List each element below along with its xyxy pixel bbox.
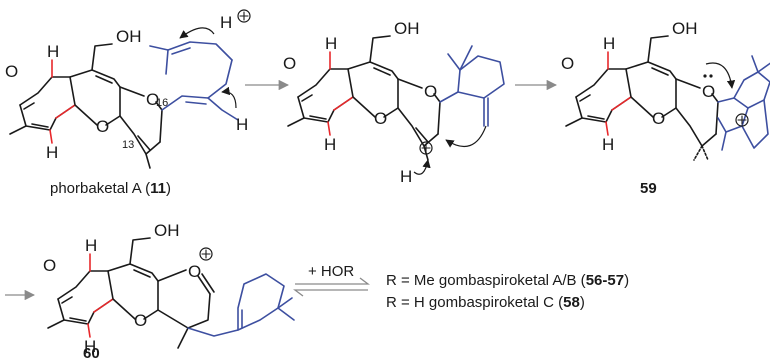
atom-proton: H <box>220 13 232 32</box>
svg-text:H: H <box>84 337 96 356</box>
svg-text:O: O <box>43 256 56 275</box>
svg-text:O: O <box>424 82 437 101</box>
atom-h-bottom: H <box>46 143 58 162</box>
locant-c16: 16 <box>156 97 168 109</box>
equilibrium-arrows <box>293 277 370 297</box>
svg-text:H: H <box>325 34 337 53</box>
svg-text:OH: OH <box>154 221 180 240</box>
locant-c13: 13 <box>122 139 134 151</box>
label-compound-11: phorbaketal A (11) <box>50 180 171 197</box>
svg-text:H: H <box>603 34 615 53</box>
atom-h-chain: H <box>236 115 248 134</box>
structure-intermediate-cyclized: O OH H H O O H <box>283 19 505 186</box>
structure-60: O OH H H O O <box>43 221 295 356</box>
atom-pyran-o: O <box>96 117 109 136</box>
svg-text:O: O <box>652 109 665 128</box>
svg-text:O: O <box>702 82 715 101</box>
svg-text:O: O <box>561 54 574 73</box>
label-compound-59: 59 <box>640 180 657 197</box>
reagent-hor: + HOR <box>308 263 354 280</box>
svg-text:O: O <box>283 54 296 73</box>
atom-spiro-o: O <box>146 90 159 109</box>
structure-phorbaketal-a: O OH H H O O 16 13 H H <box>5 9 251 169</box>
atom-h-top: H <box>47 42 59 61</box>
svg-text:OH: OH <box>394 19 420 38</box>
atom-hydroxyl: OH <box>116 27 142 46</box>
product-line-1: R = Me gombaspiroketal A/B (56-57) <box>386 272 629 289</box>
svg-text:H: H <box>400 167 412 186</box>
product-line-2: R = H gombaspiroketal C (58) <box>386 294 585 311</box>
svg-text:H: H <box>324 135 336 154</box>
structure-59: O OH H H O O <box>561 19 770 161</box>
svg-text:H: H <box>602 135 614 154</box>
atom-ketone-o: O <box>5 62 18 81</box>
label-compound-60: 60 <box>83 345 100 362</box>
svg-text:OH: OH <box>672 19 698 38</box>
svg-text:O: O <box>374 109 387 128</box>
svg-text:O: O <box>134 311 147 330</box>
svg-text:H: H <box>85 236 97 255</box>
